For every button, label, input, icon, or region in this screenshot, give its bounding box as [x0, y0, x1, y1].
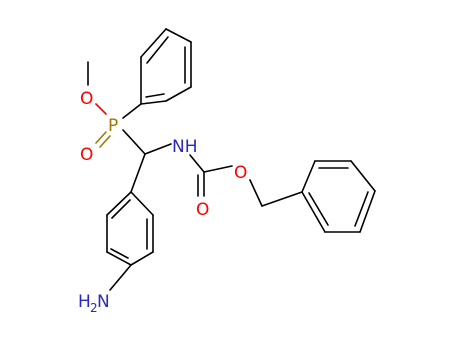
ch-aryl-bond [130, 153, 146, 193]
aryl-nh2-bond [109, 264, 132, 291]
benzyl-ring [301, 160, 376, 233]
nh-carbonyl-bond [189, 154, 205, 173]
methoxy-oxygen-label: O [80, 89, 93, 109]
ch-nh-bond [144, 143, 172, 155]
amine-n-label: N [97, 292, 110, 312]
p-o-double-bond-a [95, 131, 107, 144]
p-o-double-bond-b [99, 135, 111, 148]
p-phenyl-bond [122, 103, 142, 119]
phosphorus-label: P [108, 116, 118, 136]
amide-nh-label: NH [172, 137, 198, 157]
ch2-benzyl-bond [261, 191, 303, 207]
carbonyl-oxygen-label: O [196, 200, 209, 220]
phosphoryl-oxygen-label: O [80, 145, 93, 165]
aminophenyl-ring [106, 191, 154, 266]
carbonyl-ester-o-bond [203, 165, 233, 173]
p-ch-bond [122, 129, 146, 155]
amine-subscript-label: 2 [90, 301, 98, 315]
top-phenyl-ring [140, 28, 192, 105]
amine-h-label: H [78, 292, 91, 312]
ester-oxygen-label: O [234, 163, 247, 183]
methoxy-o-p-bond [95, 103, 107, 115]
ester-o-ch2-bond [249, 179, 263, 207]
